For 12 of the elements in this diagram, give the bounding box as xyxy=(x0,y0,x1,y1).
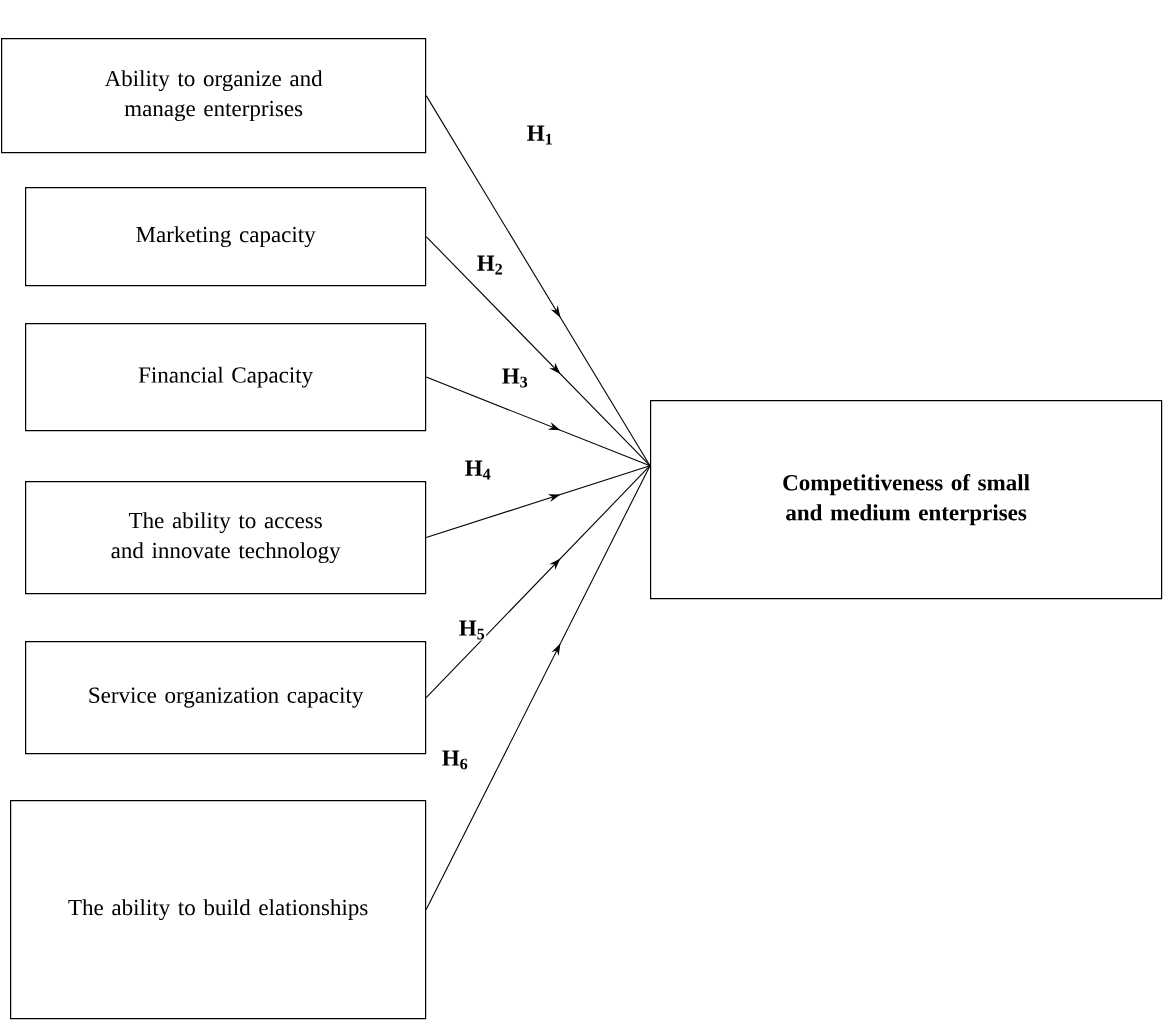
concept-box: The ability to build elationships xyxy=(10,800,427,1020)
concept-box: Financial Capacity xyxy=(25,323,427,432)
concept-box: Ability to organize and manage enterprises xyxy=(1,38,427,154)
arrow xyxy=(425,236,651,467)
arrow xyxy=(425,465,651,911)
arrow xyxy=(425,465,651,699)
concept-box: Service organization capacity xyxy=(25,641,427,755)
concept-box: Competitiveness of small and medium enterprises xyxy=(650,400,1163,600)
arrow xyxy=(425,465,651,539)
concept-box: The ability to access and innovate technology xyxy=(25,481,427,595)
arrow xyxy=(425,376,651,467)
concept-box: Marketing capacity xyxy=(25,187,427,287)
